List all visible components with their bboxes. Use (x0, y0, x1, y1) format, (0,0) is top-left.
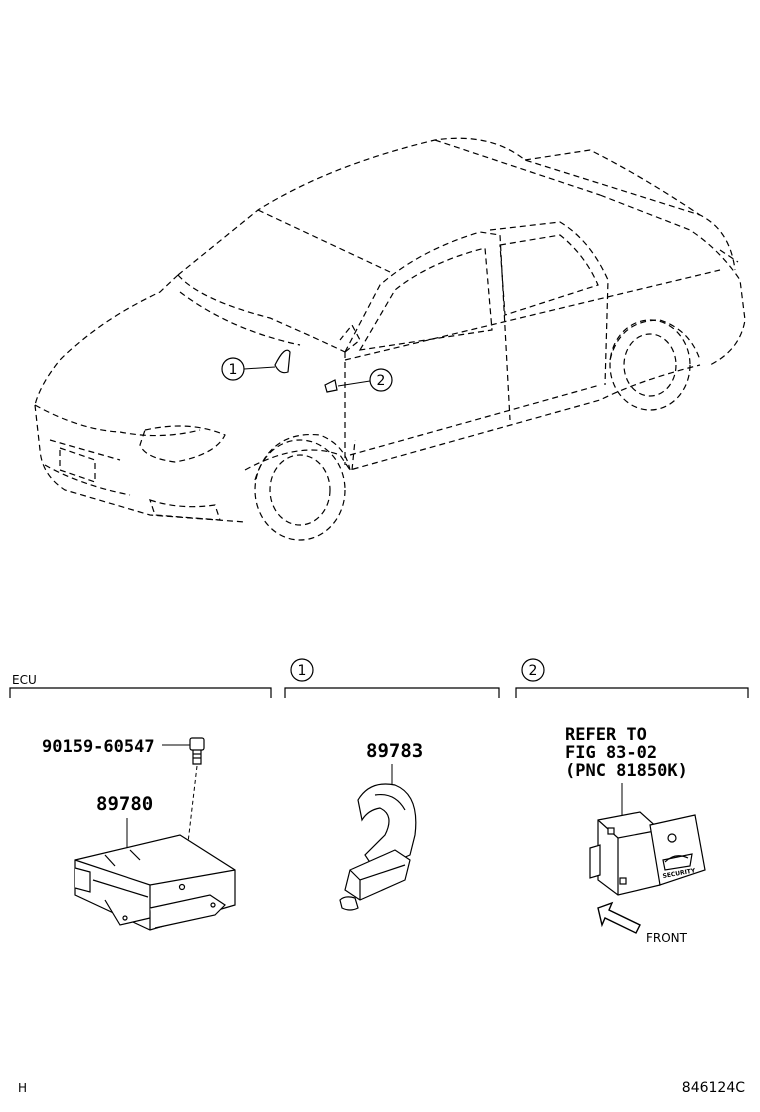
bolt-part-number: 90159-60547 (42, 737, 155, 757)
security-switch-icon (589, 811, 706, 896)
section-2: REFER TO FIG 83-02 (PNC 81850K) SECURITY… (565, 725, 706, 945)
hood-lever-icon (339, 783, 417, 911)
car-callout-2: 2 (337, 368, 393, 392)
car-callout-1-label: 1 (229, 362, 238, 378)
ecu-part-number: 89780 (96, 793, 153, 815)
car-callout-1: 1 (221, 357, 276, 381)
car-hood-lever (274, 349, 338, 393)
car-outline (34, 137, 746, 541)
ecu-section-title: ECU (12, 673, 37, 687)
ecu-section: 90159-60547 89780 (42, 737, 236, 931)
section-2-number: 2 (529, 663, 538, 679)
bolt-icon (189, 737, 205, 765)
refer-line-1: REFER TO (565, 725, 647, 745)
section-ecu-header: ECU (9, 673, 272, 698)
section-1-number: 1 (298, 663, 307, 679)
car-callout-2-label: 2 (377, 373, 386, 389)
lever-part-number: 89783 (366, 740, 423, 762)
footer-left-code: H (18, 1081, 27, 1095)
front-label: FRONT (646, 931, 688, 945)
footer-drawing-code: 846124C (682, 1080, 745, 1096)
refer-line-3: (PNC 81850K) (565, 761, 688, 781)
refer-line-2: FIG 83-02 (565, 743, 657, 763)
section-1-header: 1 (284, 658, 500, 698)
ecu-module-icon (74, 834, 236, 931)
section-1: 89783 (339, 740, 423, 911)
section-2-header: 2 (515, 658, 749, 698)
front-arrow-icon (597, 901, 641, 934)
